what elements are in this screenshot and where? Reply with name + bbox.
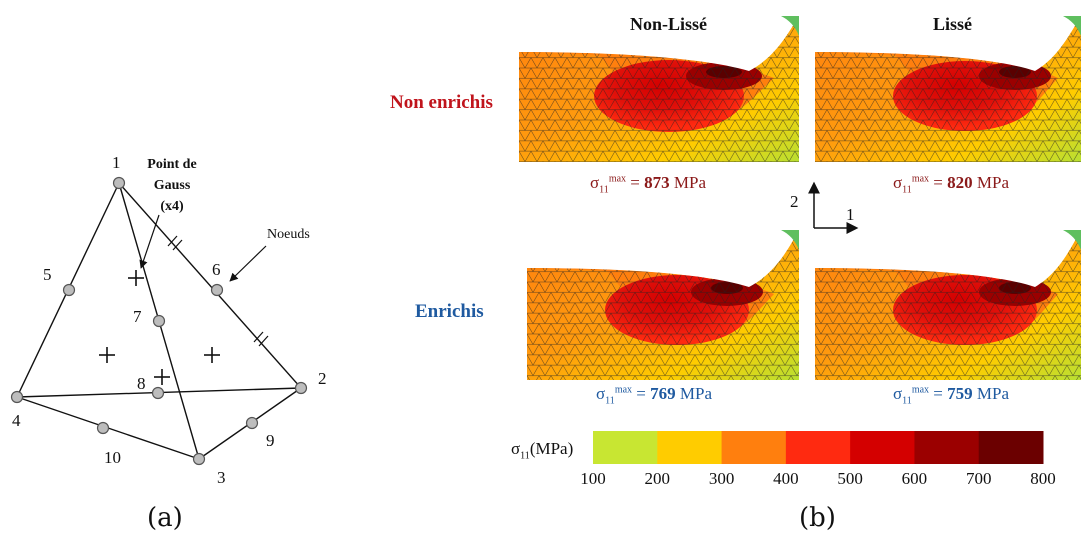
stress-number: 820: [947, 173, 973, 192]
gauss-arrow: [139, 214, 160, 269]
node-number: 10: [104, 448, 121, 467]
stress-number: 873: [644, 173, 670, 192]
stress-value-bottom-right: σ11max = 759 MPa: [893, 384, 1009, 406]
node-numbers: 1 2 3 4 5 6 7 8 9 10: [12, 153, 327, 487]
field-map-bottom-left: [527, 230, 799, 380]
equals: =: [929, 384, 948, 403]
colorbar: 100 200 300 400 500 600 700 800: [580, 431, 1056, 488]
caption-a: (a): [147, 503, 183, 533]
sigma-sup: max: [614, 384, 633, 396]
equals: =: [632, 384, 651, 403]
field-map-top-left: [519, 16, 799, 162]
node-number: 5: [43, 265, 52, 284]
nodes-label: Noeuds: [267, 227, 310, 242]
colorbar-tick-label: 700: [966, 469, 992, 488]
equals: =: [626, 173, 645, 192]
col-header-non-lisse: Non-Lissé: [630, 14, 708, 34]
colorbar-tick-label: 200: [645, 469, 671, 488]
node-number: 8: [137, 374, 146, 393]
stress-value-top-right: σ11max = 820 MPa: [893, 173, 1009, 195]
sigma-sup: max: [911, 173, 930, 185]
colorbar-tick-label: 100: [580, 469, 606, 488]
node-number: 7: [133, 307, 142, 326]
node-markers: [10, 176, 308, 466]
colorbar-label: σ11(MPa): [511, 439, 573, 461]
sigma-sup: max: [911, 384, 930, 396]
tetrahedron-diagram: 1 2 3 4 5 6 7 8 9 10 Point de Gauss (x4)…: [10, 153, 327, 487]
axis-2-label: 2: [790, 192, 799, 211]
colorbar-segment: [657, 431, 723, 464]
colorbar-tick-label: 400: [773, 469, 799, 488]
colorbar-segment: [978, 431, 1044, 464]
colorbar-tick-label: 300: [709, 469, 735, 488]
axis-1-label: 1: [846, 205, 855, 224]
unit: MPa: [669, 173, 706, 192]
node-number: 1: [112, 153, 121, 172]
stress-number: 759: [947, 384, 973, 403]
sigma-sub: 11: [902, 184, 912, 196]
sigma-sup: max: [608, 173, 627, 185]
field-map-top-right: [815, 16, 1081, 162]
unit: MPa: [972, 384, 1009, 403]
edge-ticks: [167, 235, 269, 347]
sigma-symbol: σ: [511, 439, 521, 458]
colorbar-segment: [593, 431, 658, 464]
sigma-symbol: σ: [893, 173, 903, 192]
colorbar-segment: [850, 431, 915, 464]
colorbar-tick-label: 500: [837, 469, 863, 488]
colorbar-tick-label: 800: [1030, 469, 1056, 488]
field-map-bottom-right: [815, 230, 1081, 380]
unit: MPa: [972, 173, 1009, 192]
sigma-sub: 11: [520, 450, 530, 462]
colorbar-segment: [721, 431, 787, 464]
row-label-enrichis: Enrichis: [415, 301, 484, 322]
unit: MPa: [675, 384, 712, 403]
col-header-lisse: Lissé: [933, 14, 973, 34]
stress-value-bottom-left: σ11max = 769 MPa: [596, 384, 712, 406]
node-number: 6: [212, 260, 221, 279]
gauss-label: Point de Gauss (x4): [147, 157, 196, 214]
axes-indicator: 2 1: [790, 181, 859, 234]
node-number: 3: [217, 468, 226, 487]
equals: =: [929, 173, 948, 192]
gauss-points: [99, 270, 220, 385]
colorbar-tick-label: 600: [902, 469, 928, 488]
node-number: 2: [318, 369, 327, 388]
node-number: 4: [12, 411, 21, 430]
gauss-label-line: Point de: [147, 157, 196, 172]
gauss-label-line: (x4): [160, 199, 184, 214]
node-number: 9: [266, 431, 275, 450]
row-label-non-enrichis: Non enrichis: [390, 92, 493, 113]
sigma-sub: 11: [902, 395, 912, 407]
gauss-label-line: Gauss: [154, 178, 191, 193]
caption-b: (b): [799, 503, 836, 533]
sigma-sub: 11: [605, 395, 615, 407]
stress-number: 769: [650, 384, 676, 403]
sigma-sub: 11: [599, 184, 609, 196]
sigma-symbol: σ: [893, 384, 903, 403]
sigma-symbol: σ: [590, 173, 600, 192]
colorbar-segment: [785, 431, 851, 464]
sigma-symbol: σ: [596, 384, 606, 403]
colorbar-segment: [914, 431, 980, 464]
nodes-arrow: [229, 245, 267, 282]
colorbar-unit: (MPa): [529, 439, 574, 458]
stress-value-top-left: σ11max = 873 MPa: [590, 173, 706, 195]
